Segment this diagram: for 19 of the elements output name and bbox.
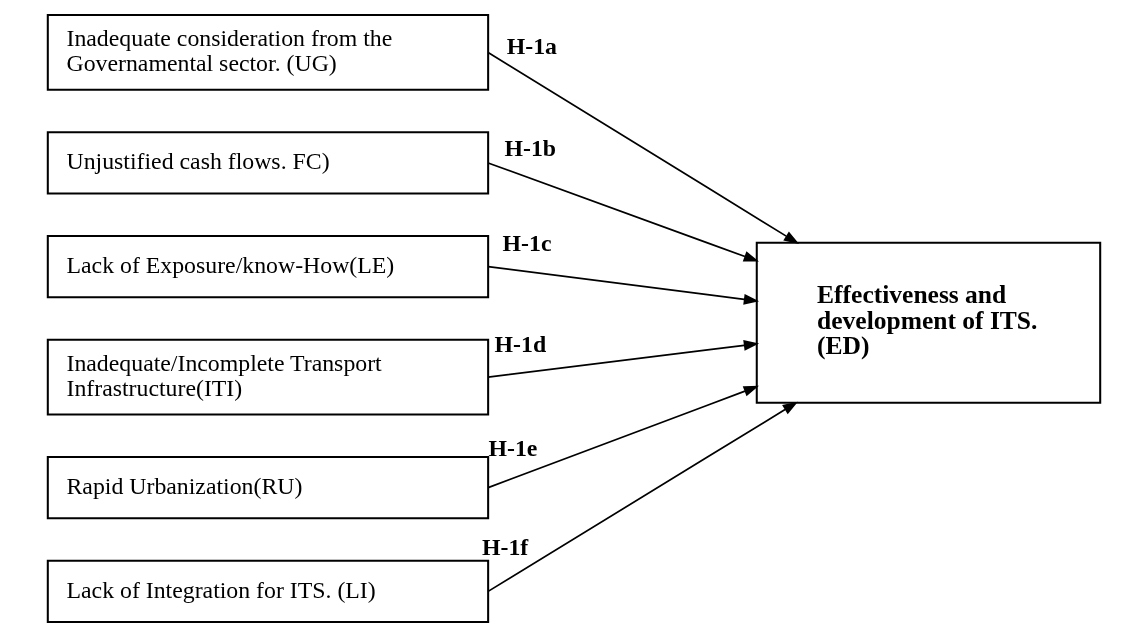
- node-box: Lack of Exposure/know-How(LE): [46, 235, 489, 299]
- arrow: [486, 265, 759, 305]
- arrow: [486, 162, 759, 262]
- edge-label: H-1f: [481, 534, 528, 561]
- arrow: [486, 51, 799, 245]
- node-box: Inadequate/Incomplete Transport Infrastructure(ITI): [46, 338, 489, 416]
- edge-label: H-1a: [506, 33, 557, 60]
- arrow: [486, 385, 759, 489]
- node-box: Rapid Urbanization(RU): [46, 456, 489, 520]
- edge-label: H-1e: [487, 434, 537, 461]
- node-box: Effectiveness and development of ITS. (ED): [755, 241, 1101, 404]
- edge-label: H-1c: [502, 229, 552, 256]
- node-box: Inadequate consideration from the Governamental sector. (UG): [46, 14, 489, 91]
- arrow: [486, 401, 798, 593]
- edge-label: H-1d: [494, 331, 546, 358]
- edge-label: H-1b: [504, 135, 556, 162]
- node-box: Unjustified cash flows. FC): [46, 131, 489, 195]
- arrow: [486, 340, 759, 378]
- node-box: Lack of Integration for ITS. (LI): [46, 559, 489, 623]
